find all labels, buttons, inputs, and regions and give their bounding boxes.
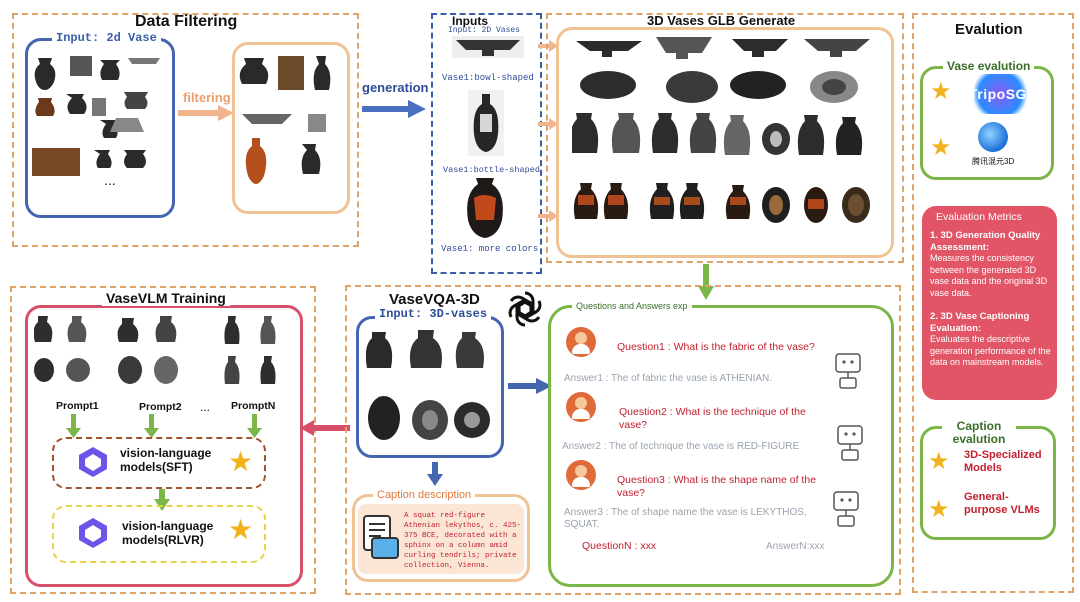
inputs-bowl-image <box>452 36 524 58</box>
hunyuan-logo <box>978 122 1008 152</box>
user-avatar-icon <box>566 460 596 490</box>
inputs-top-label: Input: 2D Vases <box>448 26 521 35</box>
star-icon: ★ <box>928 496 950 523</box>
input-3d-vase-grid <box>366 330 490 440</box>
inputs-panel <box>431 13 542 274</box>
vasevlm-vase-grid <box>34 316 276 384</box>
input-ellipsis: ... <box>104 172 116 188</box>
answer3: Answer3 : The of shape name the vase is … <box>564 507 807 530</box>
openai-icon <box>508 291 542 327</box>
robot-icon <box>835 353 861 389</box>
rlvr-label: vision-language models(RLVR) <box>122 519 214 547</box>
inputs-vase1-bottle: Vase1:bottle-shaped <box>443 165 540 175</box>
star-icon: ★ <box>928 448 950 475</box>
inputs-vase1-colors: Vase1: more colors <box>441 244 539 254</box>
vasevlm-panel <box>10 286 316 594</box>
evaluation-metrics-card <box>922 206 1057 400</box>
star-icon: ★ <box>228 446 254 477</box>
hunyuan-label: 腾讯混元3D <box>972 157 1015 166</box>
document-icon <box>363 515 399 559</box>
prompt2-label: Prompt2 <box>139 401 182 413</box>
questionN: QuestionN : xxx <box>582 540 657 552</box>
evalution-panel <box>912 13 1074 593</box>
vasevqa-panel <box>345 285 901 595</box>
sft-box <box>52 437 266 489</box>
glb-vase-grid <box>572 37 870 223</box>
answer1: Answer1 : The of fabric the vase is ATHE… <box>564 373 773 384</box>
qa-title: Questions and Answers exp <box>572 301 692 311</box>
star-icon: ★ <box>228 514 254 545</box>
triposg-label: TripoSG <box>969 86 1027 102</box>
vase-evalution-label: Vase evalution <box>943 59 1035 73</box>
vasevlm-box <box>25 305 303 587</box>
input-2d-vase-label: Input: 2d Vase <box>52 31 161 45</box>
qwen-icon <box>79 447 107 477</box>
prompt-arrows <box>66 414 262 438</box>
metrics-title: Evaluation Metrics <box>936 211 1022 223</box>
evalution-title: Evalution <box>955 21 1023 38</box>
data-filtering-panel <box>12 13 359 247</box>
rlvr-box <box>52 505 266 563</box>
question2: Question2 : What is the technique of the… <box>619 406 806 431</box>
star-icon: ★ <box>930 134 952 161</box>
metric2-head: 2. 3D Vase Captioning Evaluation: <box>930 311 1030 334</box>
caption-evalution-label: Caption evalution <box>942 420 1016 446</box>
answer2: Answer2 : The of technique the vase is R… <box>562 441 800 452</box>
inputs-to-glb-arrows <box>538 40 558 222</box>
input-vase-collage <box>32 56 160 176</box>
specialized-label: 3D-Specialized Models <box>964 449 1042 474</box>
question3: Question3 : What is the shape name of th… <box>617 474 817 499</box>
generation-arrow <box>362 100 426 118</box>
glb-title: 3D Vases GLB Generate <box>647 13 796 28</box>
filtering-label: filtering <box>183 90 231 105</box>
robot-icon <box>837 425 863 461</box>
filtering-arrow <box>178 105 234 121</box>
metric2-body: Evaluates the descriptive generation per… <box>930 334 1051 367</box>
generation-label: generation <box>362 80 429 95</box>
glb-panel <box>546 13 904 263</box>
filtered-vases-box <box>232 42 350 214</box>
answerN: AnswerN:xxx <box>766 541 825 552</box>
sft-label: vision-language models(SFT) <box>120 446 212 474</box>
vqa-to-vlm-arrow <box>300 420 350 436</box>
input-to-caption-arrow <box>427 462 443 486</box>
star-icon: ★ <box>930 78 952 105</box>
user-avatar-icon <box>566 392 596 422</box>
filtered-vase-collage <box>239 56 331 184</box>
glb-to-qa-arrow <box>698 264 714 300</box>
promptN-label: PromptN <box>231 400 276 412</box>
data-filtering-title: Data Filtering <box>135 13 238 30</box>
qa-box <box>548 305 894 587</box>
qwen-icon <box>79 518 107 548</box>
vqa-to-qa-arrow <box>508 378 552 394</box>
triposg-logo <box>966 74 1034 114</box>
question1: Question1 : What is the fabric of the va… <box>617 341 815 353</box>
inputs-colored-vase-image <box>467 178 503 238</box>
inputs-vase1-bowl: Vase1:bowl-shaped <box>442 73 534 83</box>
input-3d-vases-label: Input: 3D-vases <box>375 307 492 321</box>
vasevqa-title: VaseVQA-3D <box>389 291 480 308</box>
caption-description-text: A squat red-figure Athenian lekythos, c.… <box>404 512 522 570</box>
robot-icon <box>833 491 859 527</box>
prompt-ellipsis: ... <box>200 400 211 414</box>
general-label: General-purpose VLMs <box>964 491 1040 516</box>
inputs-lekythos-image <box>468 90 504 156</box>
prompt1-label: Prompt1 <box>56 400 99 412</box>
vasevlm-title: VaseVLM Training <box>102 290 230 306</box>
metric1-body: Measures the consistency between the gen… <box>930 253 1048 298</box>
caption-description-title: Caption description <box>373 489 476 501</box>
metric1-head: 1. 3D Generation Quality Assessment: <box>930 230 1041 253</box>
glb-vases-box <box>556 27 894 258</box>
inputs-title: Inputs <box>452 14 488 28</box>
user-avatar-icon <box>566 327 596 357</box>
